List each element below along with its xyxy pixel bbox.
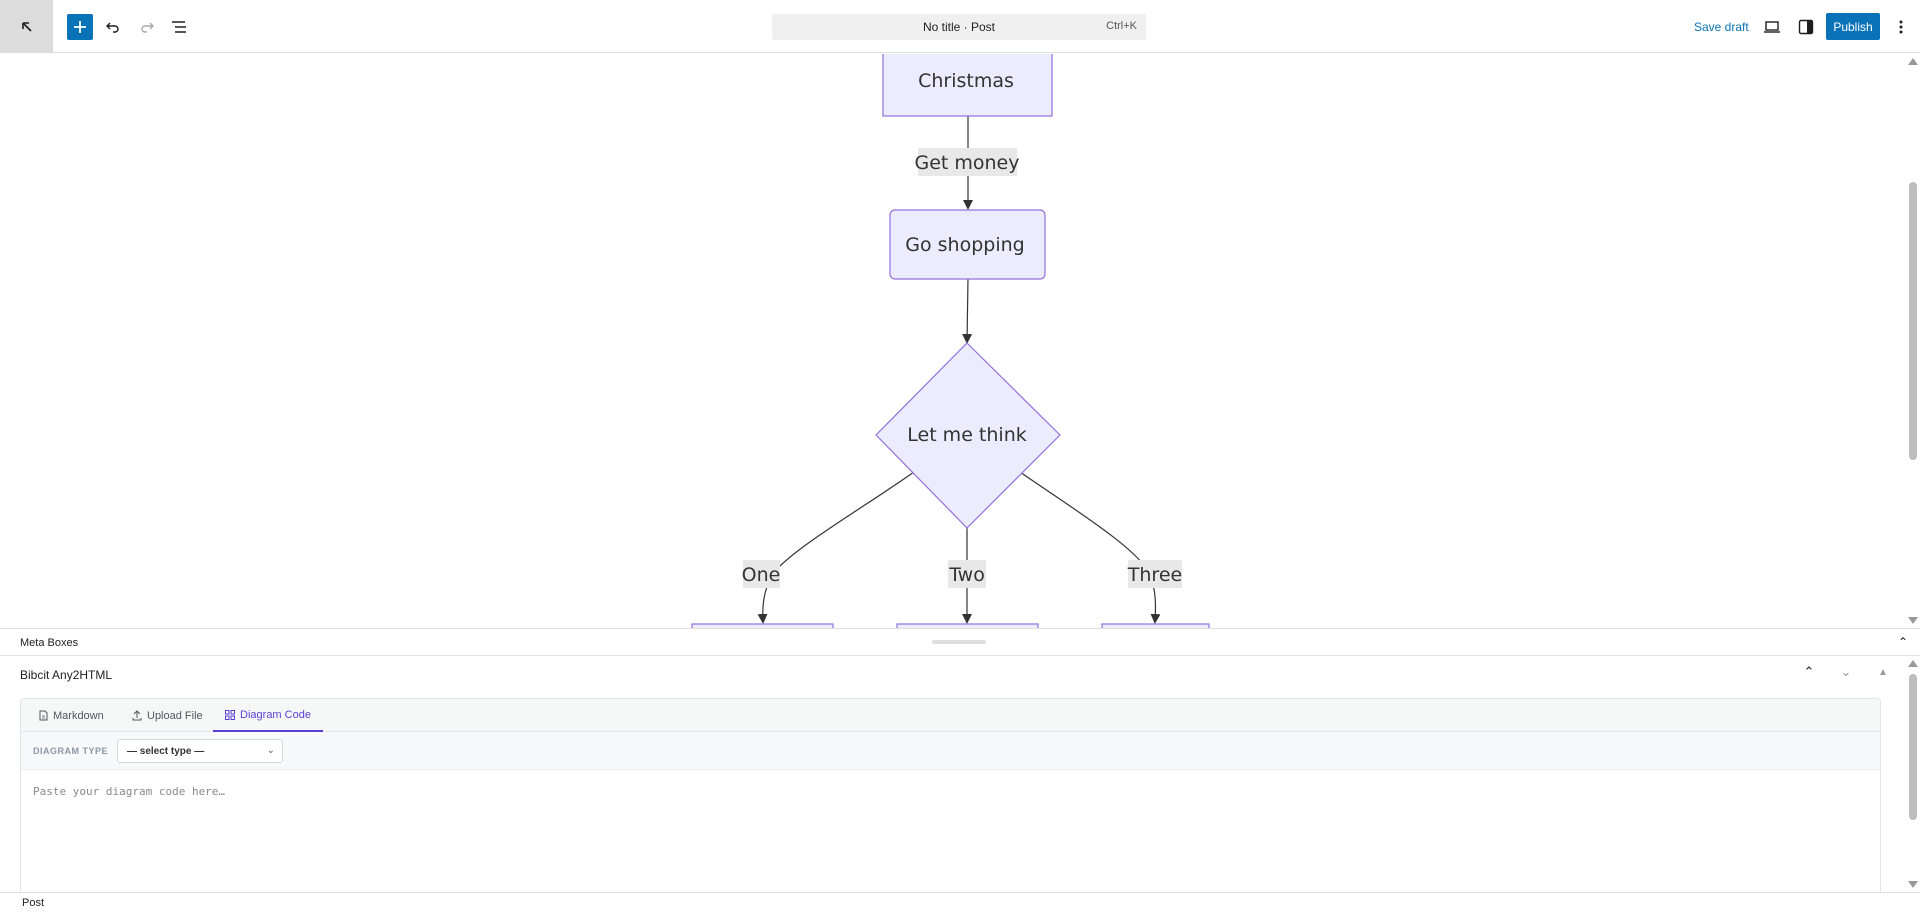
tab-upload-file-label: Upload File	[147, 709, 203, 722]
move-up-icon[interactable]: ⌃	[1803, 664, 1815, 679]
edge-think-to-three	[1019, 471, 1161, 624]
edge-shopping-to-think	[962, 278, 973, 344]
publish-button[interactable]: Publish	[1826, 13, 1880, 40]
flowchart-diagram: Christmas Go shopping Let me think Get m…	[691, 54, 1210, 628]
edge-label-two: Two	[948, 564, 985, 586]
add-block-button[interactable]	[67, 14, 93, 40]
sidebar-settings-icon[interactable]	[1793, 14, 1819, 40]
scroll-down-icon[interactable]	[1908, 617, 1918, 624]
edge-label-get-money-bg	[918, 148, 1017, 176]
tab-markdown[interactable]: Markdown	[35, 699, 108, 732]
diagram-code-input[interactable]: Paste your diagram code here…	[21, 771, 1880, 892]
node-let-me-think-label: Let me think	[907, 424, 1026, 446]
any2html-panel: Bibcit Any2HTML ⌃ ⌄ ▲ Markdown Upload Fi…	[0, 656, 1905, 892]
diagram-code-placeholder: Paste your diagram code here…	[33, 785, 226, 798]
diagram-type-value: — select type —	[127, 746, 205, 757]
diagram-type-row: DIAGRAM TYPE — select type — ⌄	[21, 732, 1880, 770]
node-three	[1101, 623, 1210, 628]
tab-diagram-code[interactable]: Diagram Code	[213, 699, 323, 732]
node-let-me-think	[875, 342, 1061, 529]
edge-label-get-money: Get money	[914, 152, 1019, 174]
tab-markdown-label: Markdown	[53, 709, 104, 722]
diagram-type-select[interactable]: — select type — ⌄	[117, 739, 283, 763]
breadcrumb-post[interactable]: Post	[22, 897, 45, 909]
save-draft-button[interactable]: Save draft	[1694, 20, 1749, 34]
any2html-box: Markdown Upload File Diagram Code DIAGRA…	[20, 698, 1881, 892]
scroll-up-icon[interactable]	[1908, 58, 1918, 65]
grid-icon	[225, 709, 236, 720]
panel-scroll-thumb[interactable]	[1909, 674, 1917, 820]
move-down-icon[interactable]: ⌄	[1840, 664, 1852, 679]
chevron-up-icon[interactable]: ⌃	[1897, 635, 1908, 649]
tab-upload-file[interactable]: Upload File	[128, 699, 207, 732]
panel-title: Bibcit Any2HTML	[20, 668, 113, 682]
edge-label-three-bg	[1128, 560, 1182, 588]
shortcut-hint: Ctrl+K	[1106, 20, 1137, 32]
resize-handle[interactable]	[932, 640, 986, 644]
node-one	[691, 623, 834, 628]
back-arrow-icon[interactable]	[0, 0, 53, 53]
panel-scroll-up-icon[interactable]	[1908, 660, 1918, 667]
canvas-scroll-thumb[interactable]	[1909, 182, 1917, 460]
redo-icon[interactable]	[134, 14, 160, 40]
canvas-scrollbar[interactable]	[1905, 54, 1920, 628]
more-options-icon[interactable]	[1888, 14, 1914, 40]
edge-label-two-bg	[948, 560, 986, 588]
node-two	[896, 623, 1039, 628]
panel-scroll-down-icon[interactable]	[1908, 881, 1918, 888]
tab-diagram-code-label: Diagram Code	[240, 708, 311, 721]
undo-icon[interactable]	[100, 14, 126, 40]
command-palette-bar[interactable]: No title · Post Ctrl+K	[772, 14, 1146, 40]
node-christmas	[882, 54, 1053, 117]
editor-canvas[interactable]: Christmas Go shopping Let me think Get m…	[0, 54, 1905, 628]
edge-label-one-bg	[743, 560, 780, 588]
edge-label-three: Three	[1127, 564, 1182, 586]
chevron-down-icon: ⌄	[266, 745, 275, 756]
document-icon	[39, 710, 48, 721]
edge-think-to-one	[757, 471, 915, 624]
node-go-shopping-label: Go shopping	[905, 234, 1024, 256]
panel-scrollbar[interactable]	[1905, 656, 1920, 892]
tab-bar: Markdown Upload File Diagram Code	[21, 699, 1880, 732]
plus-icon	[74, 21, 86, 33]
meta-boxes-title: Meta Boxes	[20, 637, 79, 649]
node-christmas-label: Christmas	[918, 70, 1014, 92]
diagram-type-label: DIAGRAM TYPE	[33, 746, 109, 756]
editor-footer: Post	[0, 892, 1920, 912]
meta-boxes-header: Meta Boxes ⌃	[0, 628, 1920, 656]
document-title: No title · Post	[922, 20, 996, 34]
node-go-shopping	[889, 209, 1046, 280]
toggle-panel-icon[interactable]: ▲	[1878, 667, 1888, 678]
desktop-view-icon[interactable]	[1759, 14, 1785, 40]
editor-toolbar: No title · Post Ctrl+K Save draft Publis…	[0, 0, 1920, 53]
list-view-icon[interactable]	[166, 14, 192, 40]
edge-label-one: One	[742, 564, 781, 586]
upload-icon	[132, 710, 142, 721]
